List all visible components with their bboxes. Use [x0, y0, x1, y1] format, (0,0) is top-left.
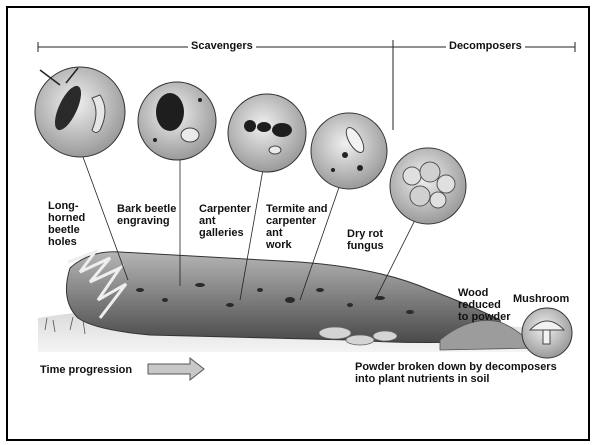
termite-icon	[311, 113, 387, 189]
powder-label: Powder broken down by decomposers into p…	[355, 361, 557, 385]
longhorned-beetle-label: Long- horned beetle holes	[48, 200, 85, 248]
carpenter-ant-icon	[228, 94, 306, 172]
carpenter-ant-label: Carpenter ant galleries	[199, 203, 251, 239]
arrow-right-icon	[148, 358, 204, 380]
scavengers-header: Scavengers	[188, 40, 256, 52]
decomposers-header: Decomposers	[446, 40, 525, 52]
termite-label: Termite and carpenter ant work	[266, 203, 328, 251]
bark-beetle-label: Bark beetle engraving	[117, 203, 176, 227]
mushroom-icon	[522, 308, 572, 358]
time-progression-label: Time progression	[40, 364, 132, 376]
mushroom-label: Mushroom	[513, 293, 569, 305]
longhorned-beetle-icon	[35, 67, 125, 157]
dry-rot-fungus-icon	[390, 148, 466, 224]
bark-beetle-icon	[138, 82, 216, 160]
dry-rot-label: Dry rot fungus	[347, 228, 384, 252]
wood-reduced-label: Wood reduced to powder	[458, 287, 511, 323]
decaying-log	[66, 252, 505, 343]
